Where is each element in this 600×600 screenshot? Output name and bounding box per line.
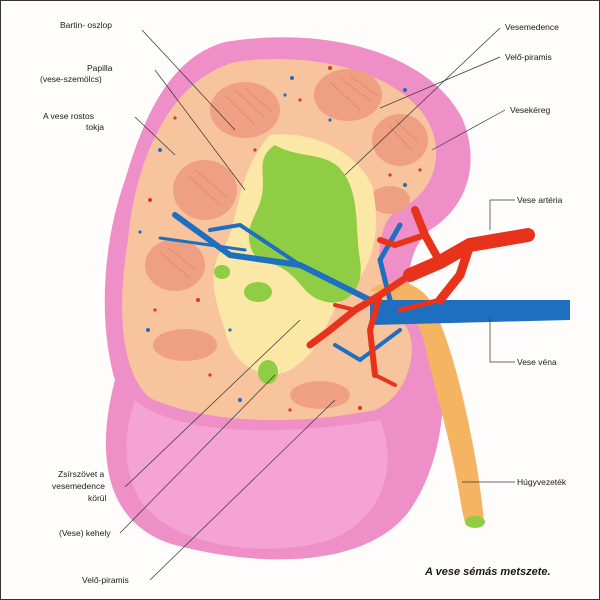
label-vesemedence: Vesemedence xyxy=(505,22,559,32)
renal-artery xyxy=(306,206,535,387)
label-papilla-alt: (vese-szemölcs) xyxy=(40,74,102,84)
leader-lines xyxy=(119,27,515,581)
figure-caption: A vese sémás metszete. xyxy=(425,566,551,578)
label-zsirszovet-line2: vesemedence xyxy=(52,481,105,491)
label-velo-piramis-bottom: Velő-piramis xyxy=(82,575,129,585)
renal-pyramids xyxy=(145,69,428,409)
vessel-dots xyxy=(138,66,422,412)
ureter xyxy=(370,281,484,525)
label-velo-piramis-top: Velő-piramis xyxy=(505,52,552,62)
label-bartin-oszlop: Bartin- oszlop xyxy=(60,20,112,30)
label-rostos-tok-line2: tokja xyxy=(86,122,104,132)
calyces xyxy=(214,242,310,384)
label-rostos-tok: A vese rostos xyxy=(43,111,95,121)
label-vese-arteria: Vese artéria xyxy=(517,195,563,205)
label-papilla: Papilla xyxy=(87,63,113,73)
label-kehely: (Vese) kehely xyxy=(59,528,111,538)
label-zsirszovet: Zsírszövet a xyxy=(58,469,105,479)
label-zsirszovet-line3: körül xyxy=(88,493,107,503)
kidney-lower-pole xyxy=(126,400,388,549)
label-hugyvezetek: Húgyvezeték xyxy=(517,477,567,487)
label-vesekereg: Vesekéreg xyxy=(510,105,551,115)
ureter-end xyxy=(465,516,485,528)
label-vese-vena: Vese véna xyxy=(517,357,557,367)
